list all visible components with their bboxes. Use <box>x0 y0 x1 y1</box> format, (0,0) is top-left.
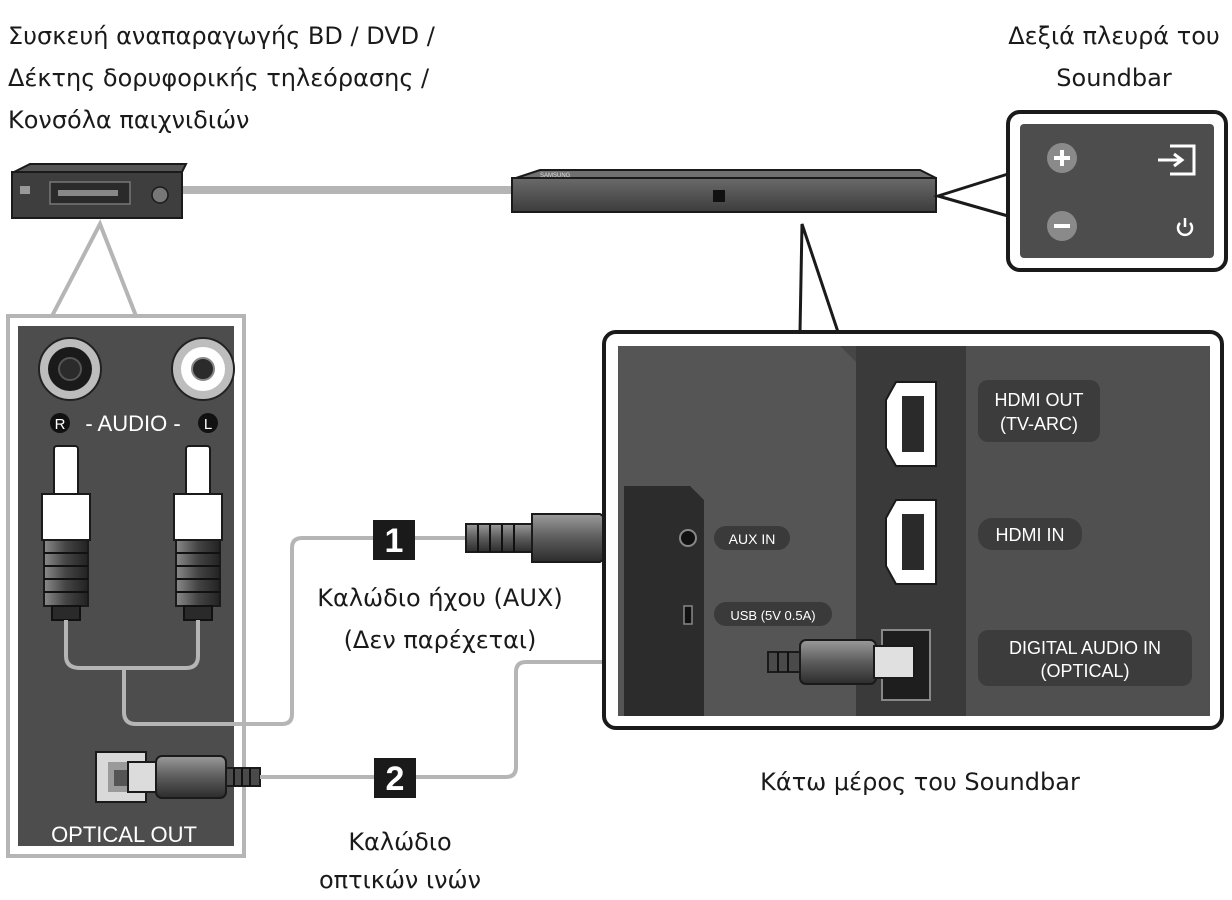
power-icon <box>1176 218 1194 237</box>
bottom-pointer <box>798 223 840 333</box>
rca-cable-join <box>122 668 244 726</box>
rca-plug-left <box>173 445 223 621</box>
hdmi-out-sub-label: (TV-ARC) <box>1000 414 1078 434</box>
soundbar-logo: SAMSUNG <box>540 173 571 179</box>
input-source-icon <box>1158 144 1196 176</box>
rca-plug-right <box>41 445 91 621</box>
source-device-label-2: Δέκτης δορυφορικής τηλεόρασης / <box>8 64 430 92</box>
soundbar-bottom-panel: AUX IN USB (5V 0.5A) HDMI OUT (TV-ARC) H… <box>602 330 1224 730</box>
r-marker: R <box>55 416 66 433</box>
right-side-label-1: Δεξιά πλευρά του <box>1008 22 1220 50</box>
optical-plug-source <box>127 755 261 799</box>
step-1-number: 1 <box>385 522 404 560</box>
source-device-label-1: Συσκευή αναπαραγωγής BD / DVD / <box>8 22 435 50</box>
hdmi-in-port <box>885 499 937 585</box>
soundbar-display <box>713 190 725 202</box>
right-side-callout <box>932 110 1228 272</box>
bottom-side-label: Κάτω μέρος του Soundbar <box>760 768 1080 796</box>
aux-cable-label-2: (Δεν παρέχεται) <box>343 626 537 654</box>
step-2-number: 2 <box>386 760 405 798</box>
plus-icon <box>1047 143 1077 173</box>
minus-icon <box>1047 211 1077 241</box>
digital-audio-in-label: DIGITAL AUDIO IN <box>1009 638 1161 658</box>
digital-audio-in-sub-label: (OPTICAL) <box>1040 661 1129 681</box>
optical-cable-label-1: Καλώδιο <box>348 828 452 856</box>
source-pointer <box>50 219 138 317</box>
optical-out-label: OPTICAL OUT <box>51 822 197 847</box>
aux-in-jack <box>679 529 697 547</box>
usb-label: USB (5V 0.5A) <box>730 608 815 623</box>
optical-plug-soundbar <box>767 639 915 685</box>
aux-cable-label-1: Καλώδιο ήχου (AUX) <box>317 584 563 612</box>
hdmi-out-label: HDMI OUT <box>995 390 1084 410</box>
hdmi-in-label: HDMI IN <box>996 525 1065 545</box>
rca-jack-left <box>171 337 235 401</box>
hdmi-out-port <box>885 381 937 467</box>
right-side-label-2: Soundbar <box>1056 64 1172 92</box>
bd-player <box>11 163 188 219</box>
soundbar: SAMSUNG <box>511 169 937 213</box>
aux-cable-path <box>244 536 468 726</box>
rca-cable-loop <box>64 620 200 670</box>
optical-cable-path <box>260 660 770 779</box>
aux-in-label: AUX IN <box>729 531 776 547</box>
usb-port <box>683 605 693 625</box>
l-marker: L <box>204 416 212 433</box>
optical-cable-label-2: οπτικών ινών <box>318 866 481 894</box>
source-device-label-3: Κονσόλα παιχνιδιών <box>8 106 250 134</box>
audio-label: - AUDIO - <box>85 411 180 436</box>
step-1-badge <box>373 520 415 560</box>
rca-jack-right <box>38 337 102 401</box>
source-back-panel: R - AUDIO - L <box>6 314 246 858</box>
step-2-badge <box>374 758 416 798</box>
